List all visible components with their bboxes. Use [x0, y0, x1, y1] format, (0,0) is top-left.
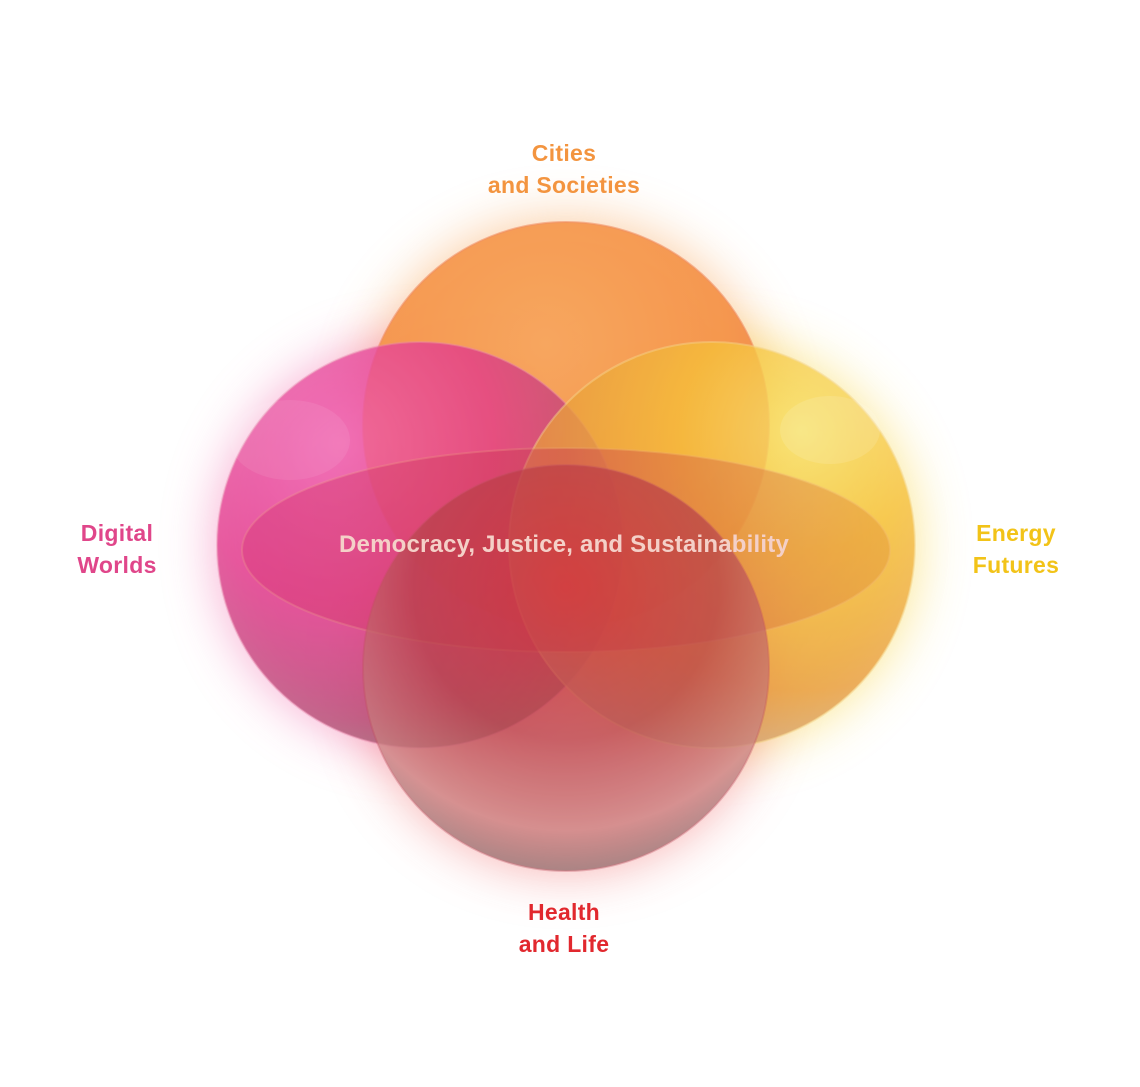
- label-cities-line1: Cities: [531, 140, 597, 166]
- label-energy-futures: Energy Futures: [973, 517, 1059, 581]
- label-health-line2: and Life: [518, 931, 610, 957]
- center-label: Democracy, Justice, and Sustainability: [339, 531, 789, 558]
- label-digital-worlds: Digital Worlds: [77, 517, 156, 581]
- sphere-health-and-life: [362, 464, 770, 872]
- label-health-and-life: Health and Life: [519, 896, 610, 960]
- label-energy-line2: Futures: [972, 552, 1060, 578]
- label-cities-line2: and Societies: [487, 172, 641, 198]
- label-digital-line1: Digital: [80, 520, 154, 546]
- highlight-left: [230, 400, 350, 480]
- label-health-line1: Health: [527, 899, 601, 925]
- highlight-right: [780, 396, 880, 464]
- label-cities-and-societies: Cities and Societies: [488, 137, 640, 201]
- label-energy-line1: Energy: [976, 520, 1056, 546]
- label-digital-line2: Worlds: [77, 552, 157, 578]
